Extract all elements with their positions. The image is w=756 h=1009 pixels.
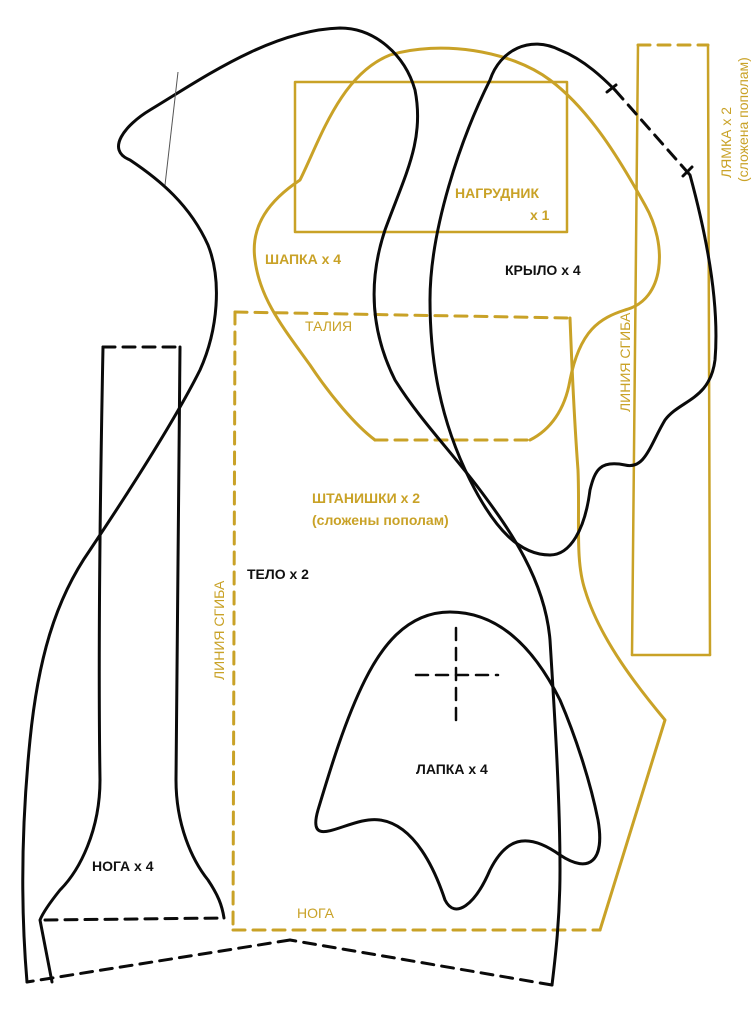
- body-label: ТЕЛО x 2: [247, 566, 309, 582]
- leg-left-outline: [38, 345, 105, 984]
- waist-label: ТАЛИЯ: [305, 318, 352, 334]
- wing-label: КРЫЛО x 4: [505, 262, 581, 278]
- leg-label: НОГА x 4: [92, 858, 154, 874]
- bib-qty-label: x 1: [530, 207, 550, 223]
- strap-label: ЛЯМКА x 2: [718, 107, 734, 178]
- wing-tick-top: [605, 83, 618, 94]
- pants-left-fold-dashed: [231, 310, 237, 932]
- strap-note-label: (сложена пополам): [735, 57, 751, 182]
- pants-top-dashed: [233, 310, 572, 320]
- fold-line-left-label: ЛИНИЯ СГИБА: [211, 580, 227, 680]
- leg-bottom-dashed: [43, 916, 226, 922]
- bib-label: НАГРУДНИК: [455, 185, 539, 201]
- pants-note-label: (сложены пополам): [312, 512, 449, 528]
- hat-label: ШАПКА x 4: [265, 251, 341, 267]
- body-bottom-dashed-right: [288, 938, 554, 987]
- body-bottom-dashed-left: [25, 938, 292, 984]
- body-head-guide: [164, 71, 179, 186]
- leg-right-outline: [174, 345, 226, 920]
- body-outline: [21, 26, 562, 987]
- strap-right-edge: [706, 43, 712, 657]
- pants-right-outline: [568, 316, 667, 932]
- strap-left-edge: [630, 43, 640, 657]
- wing-outline: [428, 42, 617, 557]
- paw-label: ЛАПКА x 4: [416, 761, 488, 777]
- wing-dashed-edge: [613, 88, 692, 177]
- pants-label: ШТАНИШКИ x 2: [312, 490, 420, 506]
- hat-outline: [252, 46, 661, 442]
- fold-line-right-label: ЛИНИЯ СГИБА: [617, 312, 633, 412]
- bib-outline: [293, 80, 569, 234]
- wing-tick-bottom: [681, 165, 694, 178]
- leg-mark-label: НОГА: [297, 905, 335, 921]
- paw-outline: [314, 610, 602, 911]
- wing-tip: [548, 173, 718, 557]
